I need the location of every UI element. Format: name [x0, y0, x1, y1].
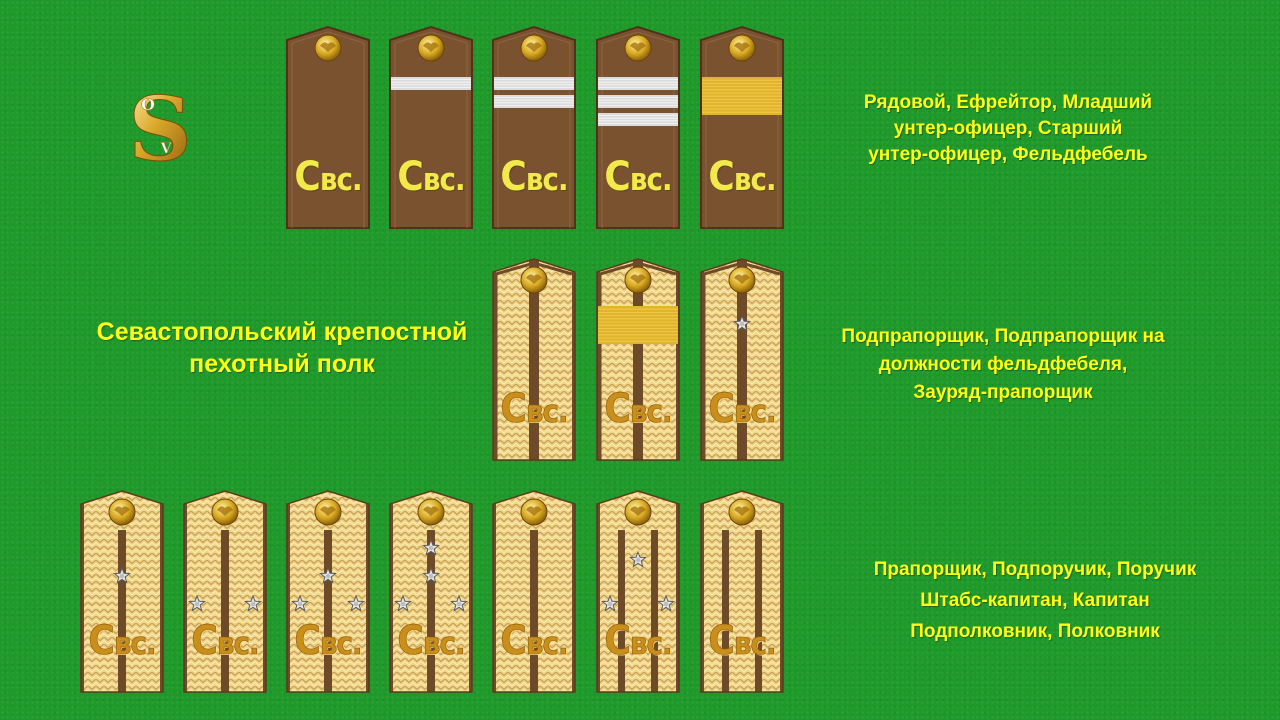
button-eagle-icon — [417, 498, 445, 526]
shoulder-strap: Свс. — [596, 490, 680, 693]
shoulder-strap: Свс. — [389, 25, 473, 229]
regiment-title-line: Севастопольский крепостной — [96, 318, 468, 346]
regiment-title: Севастопольский крепостной пехотный полк — [82, 316, 482, 380]
rank-stripe — [391, 77, 471, 90]
button-eagle-icon — [624, 266, 652, 294]
rank-stripe — [702, 77, 782, 115]
regiment-title-line: пехотный полк — [189, 350, 375, 378]
button-eagle-icon — [314, 34, 342, 62]
strap-lumen — [651, 530, 658, 692]
rank-stripe — [494, 77, 574, 90]
button-eagle-icon — [417, 34, 445, 62]
rank-stripe — [598, 95, 678, 108]
caption-line: Прапорщик, Подпоручик, Поручик — [873, 559, 1197, 580]
strap-center-stripe — [737, 259, 747, 460]
strap-lumen — [755, 530, 762, 692]
caption-enlisted: Рядовой, Ефрейтор, Младший унтер-офицер,… — [830, 90, 1186, 168]
button-eagle-icon — [520, 498, 548, 526]
caption-officers: Прапорщик, Подпоручик, Поручик Штабс-кап… — [850, 554, 1220, 647]
shoulder-strap: Свс. — [596, 25, 680, 229]
rank-stripe — [598, 306, 678, 344]
caption-line: должности фельдфебеля, — [878, 354, 1128, 375]
strap-center-stripe — [633, 259, 643, 460]
shoulder-strap: Свс. — [492, 258, 576, 461]
strap-lumen — [118, 530, 126, 692]
svg-text:O: O — [141, 95, 155, 114]
button-eagle-icon — [211, 498, 239, 526]
strap-lumen — [530, 530, 538, 692]
button-eagle-icon — [728, 34, 756, 62]
strap-cloth — [286, 25, 370, 229]
shoulder-strap: Свс. — [492, 25, 576, 229]
svg-text:S: S — [128, 80, 192, 170]
caption-nco: Подпрапорщик, Подпрапорщик на должности … — [820, 323, 1186, 407]
rank-stripe — [494, 95, 574, 108]
shoulder-strap: Свс. — [286, 490, 370, 693]
button-eagle-icon — [520, 34, 548, 62]
rank-stripe — [598, 113, 678, 126]
svg-text:V: V — [160, 141, 173, 157]
strap-lumen — [722, 530, 729, 692]
shoulder-strap: Свс. — [700, 490, 784, 693]
caption-line: Зауряд-прапорщик — [913, 382, 1093, 403]
button-eagle-icon — [108, 498, 136, 526]
strap-lumen — [324, 530, 332, 692]
shoulder-strap: Свс. — [700, 258, 784, 461]
strap-lumen — [618, 530, 625, 692]
button-eagle-icon — [728, 498, 756, 526]
caption-line: Штабс-капитан, Капитан — [920, 590, 1150, 611]
button-eagle-icon — [624, 498, 652, 526]
shoulder-strap: Свс. — [286, 25, 370, 229]
button-eagle-icon — [624, 34, 652, 62]
caption-line: Подпрапорщик, Подпрапорщик на — [841, 326, 1165, 347]
caption-line: унтер-офицер, Фельдфебель — [868, 144, 1148, 165]
shoulder-strap: Свс. — [700, 25, 784, 229]
button-eagle-icon — [728, 266, 756, 294]
button-eagle-icon — [520, 266, 548, 294]
shoulder-strap: Свс. — [80, 490, 164, 693]
caption-line: унтер-офицер, Старший — [893, 118, 1123, 139]
rank-stripe — [598, 77, 678, 90]
monogram-logo-icon: S O V — [128, 77, 193, 182]
shoulder-strap: Свс. — [389, 490, 473, 693]
strap-center-stripe — [529, 259, 539, 460]
shoulder-strap: Свс. — [596, 258, 680, 461]
caption-line: Рядовой, Ефрейтор, Младший — [863, 92, 1153, 113]
caption-line: Подполковник, Полковник — [910, 621, 1160, 642]
strap-lumen — [427, 530, 435, 692]
button-eagle-icon — [314, 498, 342, 526]
shoulder-strap: Свс. — [183, 490, 267, 693]
shoulder-strap: Свс. — [492, 490, 576, 693]
strap-lumen — [221, 530, 229, 692]
